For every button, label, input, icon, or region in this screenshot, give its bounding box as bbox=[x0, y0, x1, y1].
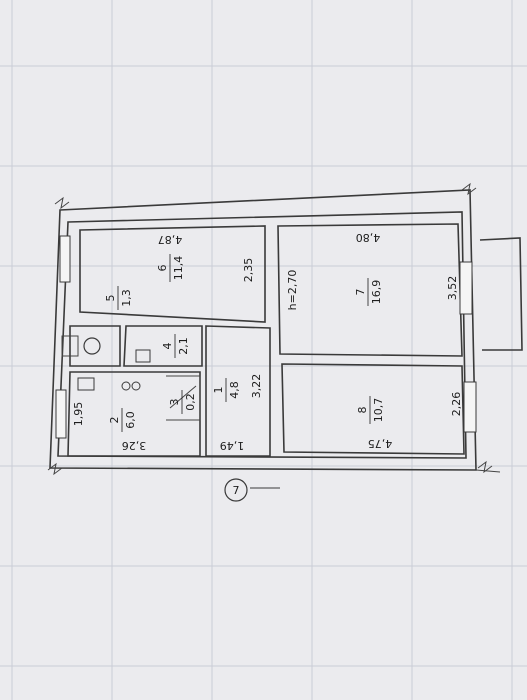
dim-room6-side: 2,35 bbox=[242, 258, 255, 283]
basin-icon bbox=[77, 377, 95, 391]
svg-text:4,8: 4,8 bbox=[228, 381, 241, 399]
svg-text:10,7: 10,7 bbox=[372, 398, 385, 423]
toilet-icon bbox=[83, 337, 101, 355]
dim-room2-side: 1,95 bbox=[72, 402, 85, 427]
outer-walls bbox=[47, 182, 501, 476]
svg-text:2,1: 2,1 bbox=[177, 337, 190, 355]
room-4-outline bbox=[123, 325, 203, 367]
svg-text:6: 6 bbox=[156, 265, 169, 272]
room-3-outline bbox=[166, 375, 201, 421]
svg-text:2: 2 bbox=[108, 417, 121, 424]
svg-text:3: 3 bbox=[168, 399, 181, 406]
room-3-label: 3 0,2 bbox=[168, 390, 197, 414]
room-8-label: 8 10,7 bbox=[356, 396, 385, 424]
dim-corridor-bottom: 1,49 bbox=[220, 439, 245, 452]
dim-room7-top: 4,80 bbox=[356, 231, 381, 244]
svg-text:0,2: 0,2 bbox=[184, 393, 197, 411]
svg-text:16,9: 16,9 bbox=[370, 280, 383, 305]
balcony bbox=[479, 237, 523, 351]
room-6-label: 6 11,4 bbox=[156, 254, 185, 282]
room-7-label: 7 16,9 bbox=[354, 278, 383, 306]
stove-burner-icon bbox=[121, 381, 131, 391]
dim-room8-side: 2,26 bbox=[450, 392, 463, 417]
room-6-outline bbox=[79, 225, 266, 323]
sink-icon bbox=[135, 349, 151, 363]
dim-room6-top: 4,87 bbox=[158, 233, 183, 246]
svg-text:5: 5 bbox=[104, 295, 117, 302]
room-2-outline bbox=[67, 371, 201, 457]
room-4-label: 4 2,1 bbox=[161, 334, 190, 358]
room-7-outline bbox=[277, 223, 463, 357]
sanitary-fixtures bbox=[61, 335, 151, 391]
svg-text:11,4: 11,4 bbox=[172, 256, 185, 281]
ceiling-height-label: h=2,70 bbox=[286, 270, 299, 311]
svg-text:7: 7 bbox=[354, 289, 367, 296]
stove-burner-icon bbox=[131, 381, 141, 391]
interior-walls bbox=[67, 223, 465, 457]
axis-marker: 7 bbox=[224, 478, 280, 502]
svg-text:1: 1 bbox=[212, 387, 225, 394]
room-8-outline bbox=[281, 363, 465, 455]
dim-room7-side: 3,52 bbox=[446, 276, 459, 301]
svg-text:1,3: 1,3 bbox=[120, 289, 133, 307]
dim-room2-bottom: 3,26 bbox=[122, 439, 147, 452]
dim-room8-bottom: 4,75 bbox=[368, 437, 393, 450]
room-5-outline bbox=[69, 325, 121, 367]
room-1-label: 1 4,8 bbox=[212, 378, 241, 402]
svg-text:7: 7 bbox=[233, 484, 240, 497]
room-5-label: 5 1,3 bbox=[104, 286, 133, 310]
svg-text:6,0: 6,0 bbox=[124, 411, 137, 429]
windows bbox=[55, 235, 477, 439]
svg-text:8: 8 bbox=[356, 407, 369, 414]
dim-corridor-side: 3,22 bbox=[250, 374, 263, 399]
room-2-label: 2 6,0 bbox=[108, 408, 137, 432]
room-1-outline bbox=[205, 325, 271, 457]
svg-text:4: 4 bbox=[161, 343, 174, 350]
